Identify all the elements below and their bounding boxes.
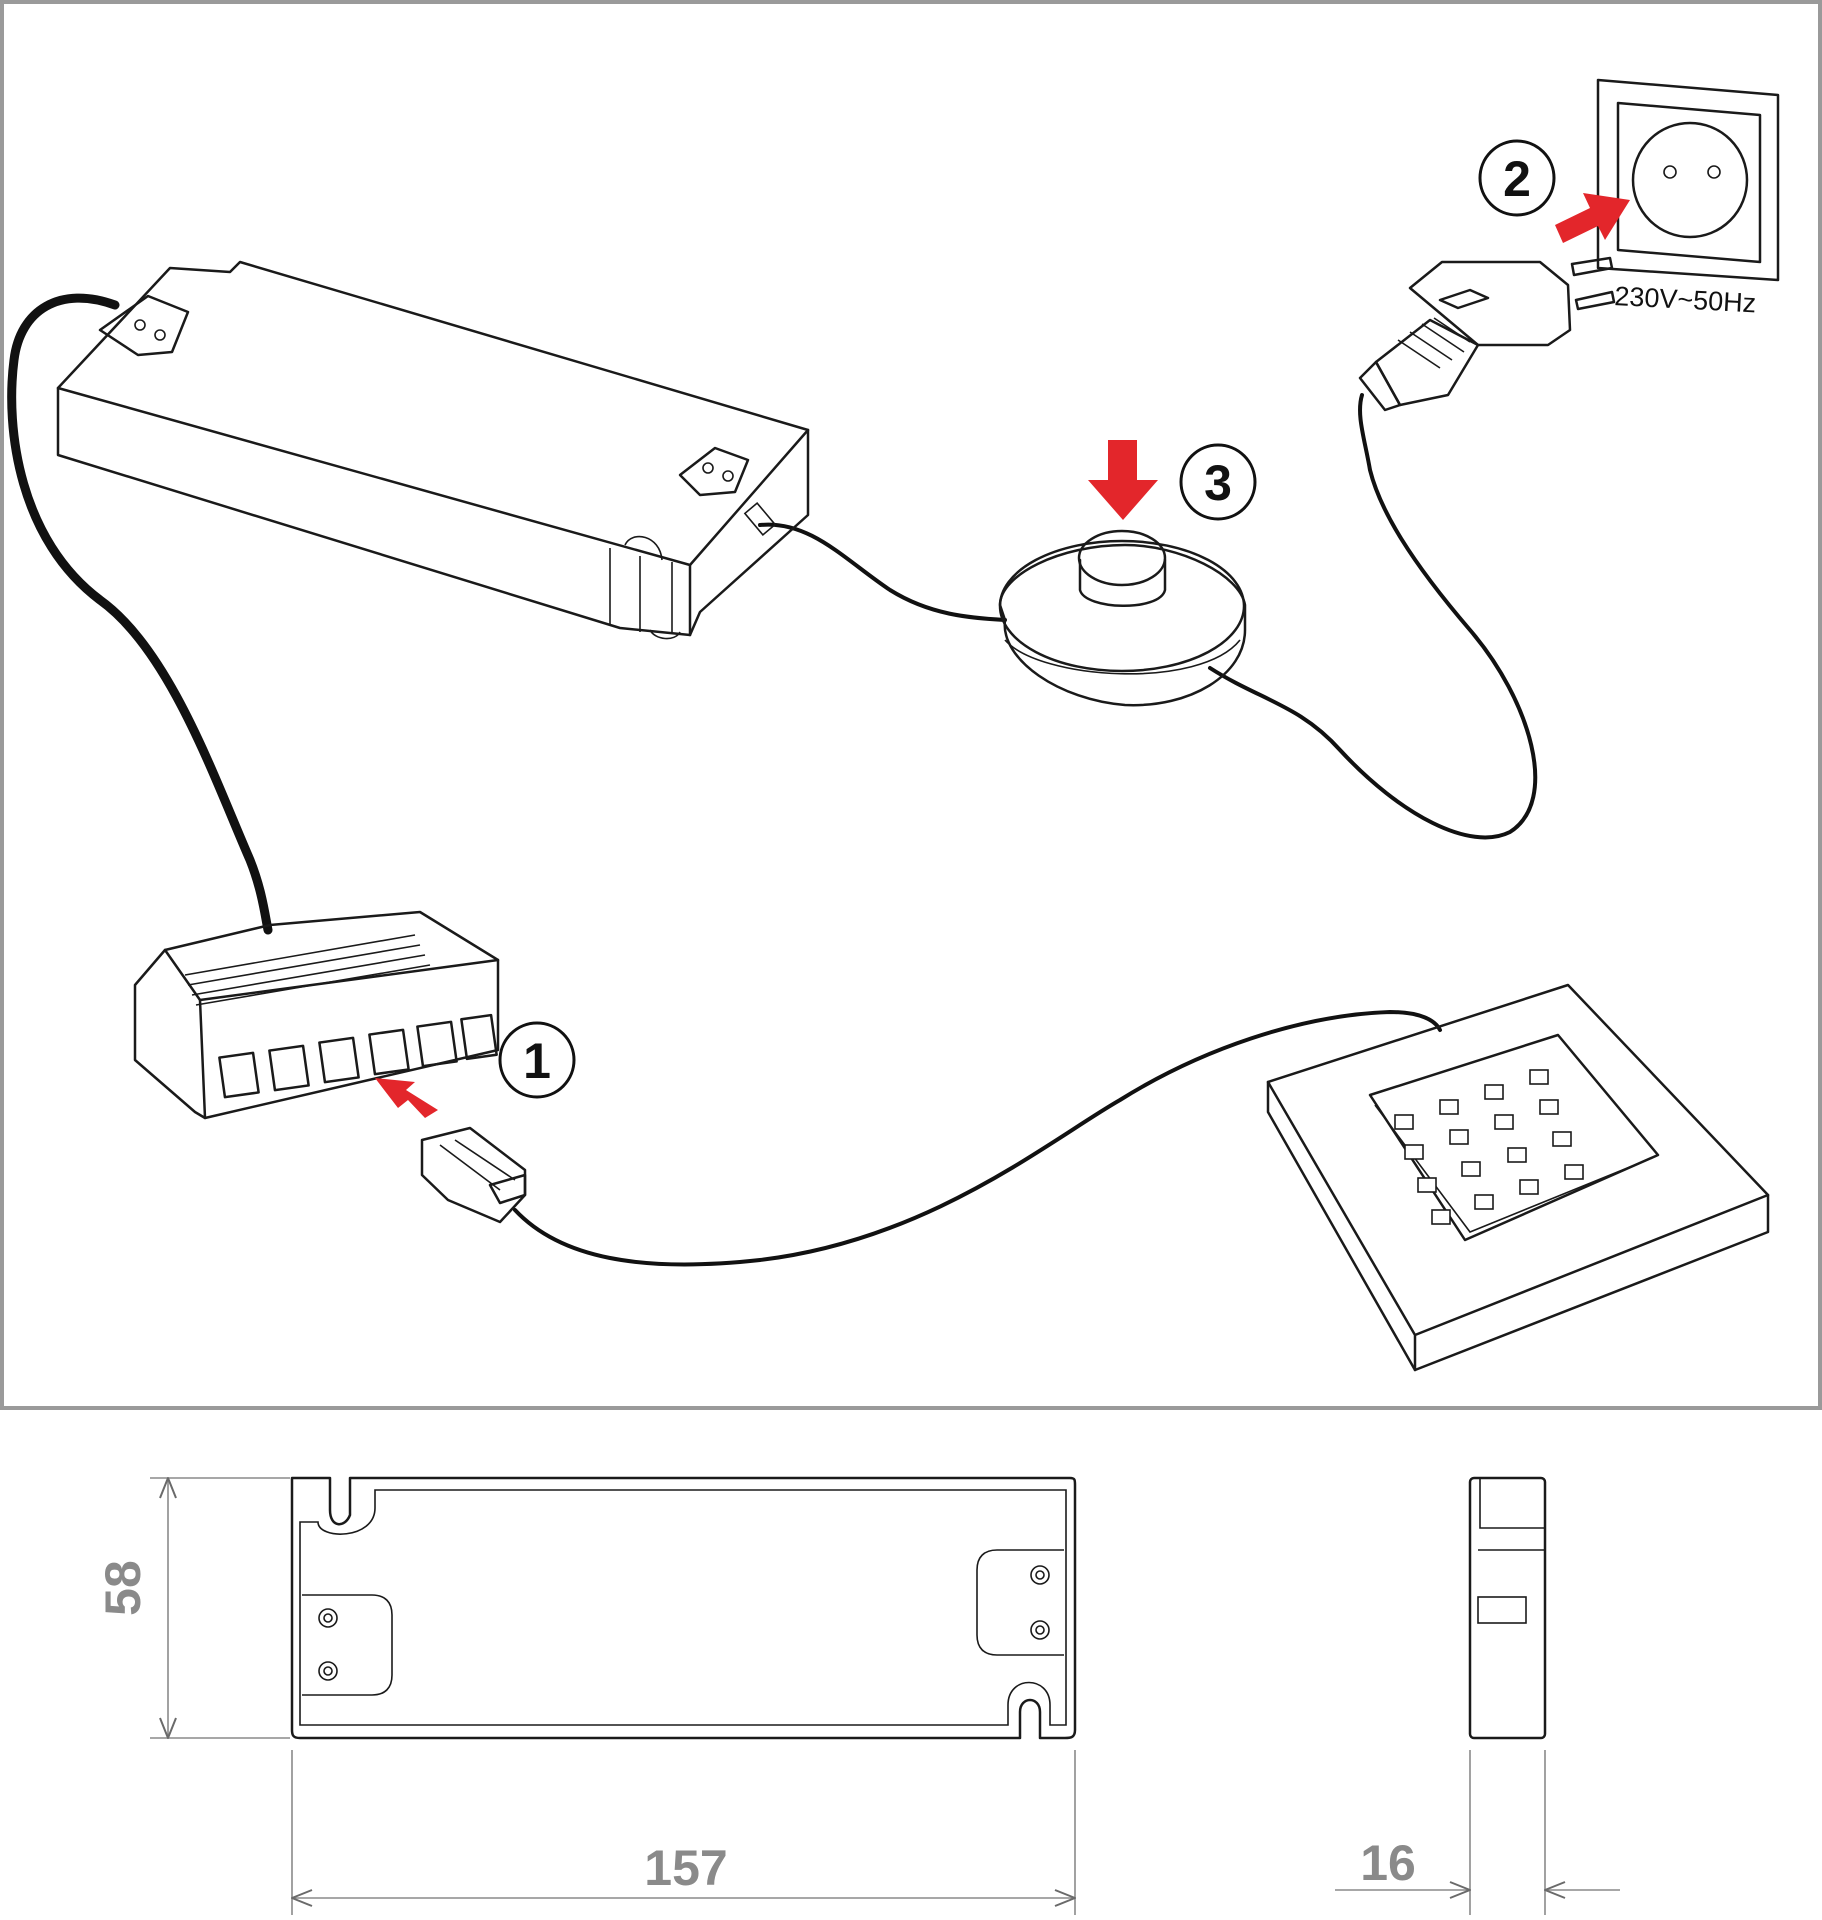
dimension-depth-value: 16: [1360, 1835, 1416, 1891]
cable-switch-to-plug: [1208, 393, 1538, 840]
step-1-number: 1: [523, 1033, 551, 1089]
push-down-arrow-icon: [1088, 440, 1158, 520]
insert-connector-arrow-icon: [375, 1078, 438, 1118]
insert-plug-arrow-icon: [1555, 193, 1630, 243]
dimension-depth: 16: [1335, 1750, 1620, 1915]
wall-socket: 230V~50Hz: [1596, 78, 1780, 318]
dimension-height-value: 58: [95, 1560, 151, 1616]
mounting-tab-back: [98, 294, 190, 357]
step-3-indicator: 3: [1088, 440, 1257, 521]
led-panel-light: [1266, 983, 1770, 1372]
cable-driver-to-distributor: [7, 293, 273, 935]
cable-driver-to-switch: [758, 522, 1007, 622]
dimension-height: 58: [95, 1477, 290, 1739]
dimension-length-value: 157: [644, 1840, 727, 1896]
cable-led-to-distributor: [513, 1009, 1442, 1267]
socket-voltage-label: 230V~50Hz: [1614, 281, 1757, 318]
step-2-indicator: 2: [1478, 139, 1630, 243]
driver-top-view: [290, 1476, 1077, 1740]
step-1-indicator: 1: [375, 1021, 576, 1118]
step-1-circle: [498, 1021, 576, 1099]
mounting-tab-front: [678, 446, 750, 497]
led-chips: [1394, 1069, 1584, 1225]
step-3-number: 3: [1204, 455, 1232, 511]
foot-switch: [998, 529, 1247, 707]
led-driver: [56, 260, 810, 640]
mains-plug: [1358, 256, 1616, 412]
illustration-frame: [0, 0, 1822, 1410]
cables: [7, 293, 1538, 1267]
step-2-circle: [1478, 139, 1556, 217]
dimension-length: 157: [291, 1750, 1076, 1915]
distributor-ports: [218, 1013, 498, 1099]
driver-side-view: [1468, 1476, 1547, 1740]
connector-plug: [420, 1126, 527, 1224]
step-3-circle: [1179, 443, 1257, 521]
distributor-box: [133, 910, 500, 1120]
step-2-number: 2: [1503, 151, 1531, 207]
